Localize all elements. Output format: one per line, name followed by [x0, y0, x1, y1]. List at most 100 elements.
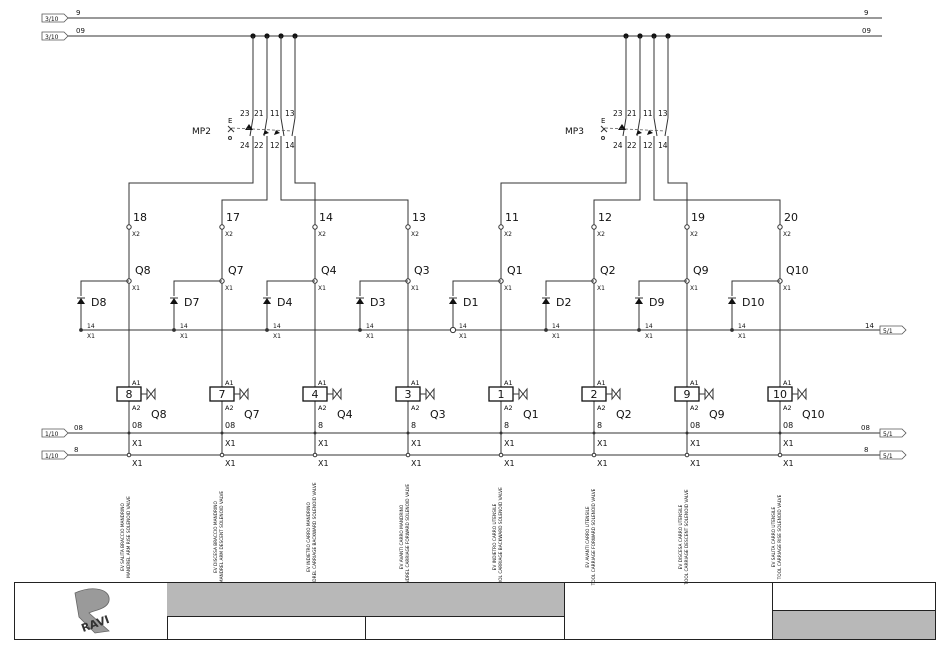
svg-text:23: 23 — [613, 109, 623, 118]
terminal-bottom — [777, 452, 783, 458]
output-label: Q10 — [786, 264, 809, 277]
wire-number: 12 — [598, 211, 612, 224]
coil-output-label: Q2 — [616, 408, 632, 421]
rail-tag: 8 — [318, 421, 323, 430]
coil-output-label: Q9 — [709, 408, 725, 421]
switch-name: MP2 — [192, 127, 211, 137]
offpage-connector — [41, 31, 69, 41]
valve-description-en: MANDREL ARM DESCENT SOLENOID VALVE — [219, 491, 225, 584]
terminal-label: X1 — [597, 285, 605, 292]
offpage-connector — [41, 428, 69, 438]
solenoid-valve-icon — [425, 387, 435, 401]
terminal-bottom — [591, 452, 597, 458]
ravi-logo-icon: RAVI — [74, 588, 111, 635]
diode-wire — [173, 280, 222, 296]
terminal-label: X2 — [132, 231, 140, 238]
selector-switch-mp3: E MP3 23 21 11 13 24 22 12 14 — [500, 33, 781, 225]
diode-icon — [77, 298, 85, 304]
terminal-label: X1 — [318, 439, 329, 448]
svg-text:8: 8 — [74, 446, 78, 454]
coil-number: 10 — [773, 388, 787, 401]
solenoid-valve-icon — [704, 387, 714, 401]
diode-icon — [170, 298, 178, 304]
coil-terminal-a2: A2 — [411, 404, 420, 412]
bus-14: 14 5/1 — [80, 322, 907, 335]
coil-output-label: Q3 — [430, 408, 446, 421]
bus-junction — [79, 328, 83, 332]
terminal-bottom — [312, 452, 318, 458]
terminal-x2 — [684, 224, 690, 230]
terminal-label: X1 — [225, 439, 236, 448]
terminal-label: X1 — [366, 333, 374, 340]
bottom-rail-08: 1/10 08 08 5/1 — [41, 424, 907, 438]
diode-wire — [545, 280, 594, 296]
diode-label: D1 — [463, 296, 478, 309]
title-cell-mid — [366, 617, 565, 639]
valve-description-it: EV INDIETRO CARRO UTENSILE — [492, 503, 498, 570]
terminal-label: X1 — [690, 439, 701, 448]
offpage-ref: 5/1 — [883, 328, 893, 335]
terminal-label: X1 — [645, 333, 653, 340]
offpage-connector — [879, 450, 907, 460]
terminal-label: X1 — [225, 285, 233, 292]
logo-cell: RAVI — [15, 583, 168, 639]
diode-wire — [80, 280, 129, 296]
terminal-x2 — [498, 224, 504, 230]
terminal-label: X2 — [225, 231, 233, 238]
bus-label: 14 — [366, 323, 374, 330]
rail-tag: 08 — [132, 421, 142, 430]
diode-icon — [635, 298, 643, 304]
terminal-label: X1 — [180, 333, 188, 340]
terminal-bottom — [126, 452, 132, 458]
svg-text:9: 9 — [864, 9, 868, 17]
terminal-label: X1 — [132, 459, 143, 468]
top-rail-9: 3/10 9 9 — [41, 9, 882, 23]
coil-terminal-a1: A1 — [132, 379, 141, 387]
rail-junction — [592, 431, 596, 435]
wire-number: 14 — [319, 211, 333, 224]
coil-terminal-a2: A2 — [318, 404, 327, 412]
offpage-connector — [41, 13, 69, 23]
coil-terminal-a1: A1 — [318, 379, 327, 387]
coil-terminal-a1: A1 — [783, 379, 792, 387]
solenoid-valve-icon — [332, 387, 342, 401]
rail-tag: 08 — [225, 421, 235, 430]
svg-text:24: 24 — [240, 141, 250, 150]
terminal-x2 — [777, 224, 783, 230]
svg-text:13: 13 — [658, 109, 668, 118]
svg-text:09: 09 — [862, 27, 871, 35]
coil-number: 4 — [312, 388, 319, 401]
terminal-label: X1 — [504, 459, 515, 468]
coil-number: 9 — [684, 388, 691, 401]
rail-junction — [313, 431, 317, 435]
output-label: Q4 — [321, 264, 337, 277]
bus-junction — [637, 328, 641, 332]
bus-junction — [358, 328, 362, 332]
coil-terminal-a1: A1 — [504, 379, 513, 387]
solenoid-valve-icon — [797, 387, 807, 401]
offpage-ref: 3/10 — [45, 34, 59, 41]
diode-icon — [263, 298, 271, 304]
diode-wire — [731, 280, 780, 296]
svg-text:12: 12 — [643, 141, 653, 150]
coil-terminal-a2: A2 — [783, 404, 792, 412]
switch-operator-label: E — [228, 117, 232, 125]
wire-number: 17 — [226, 211, 240, 224]
valve-description-en: TOOL CARRIAGE FORWARD SOLENOID VALVE — [591, 488, 597, 586]
bus-label: 14 — [738, 323, 746, 330]
diode-label: D4 — [277, 296, 292, 309]
rail-junction — [406, 431, 410, 435]
coil-terminal-a1: A1 — [597, 379, 606, 387]
valve-description-en: TOOL CARRIAGE BACKWARD SOLENOID VALVE — [498, 487, 504, 588]
coil-output-label: Q7 — [244, 408, 260, 421]
svg-text:08: 08 — [74, 424, 83, 432]
offpage-ref: 3/10 — [45, 16, 59, 23]
solenoid-valve-icon — [239, 387, 249, 401]
terminal-label: X1 — [504, 439, 515, 448]
diode-label: D8 — [91, 296, 106, 309]
coil-number: 7 — [219, 388, 226, 401]
terminal-bottom — [405, 452, 411, 458]
coil-terminal-a2: A2 — [132, 404, 141, 412]
terminal-label: X2 — [690, 231, 698, 238]
